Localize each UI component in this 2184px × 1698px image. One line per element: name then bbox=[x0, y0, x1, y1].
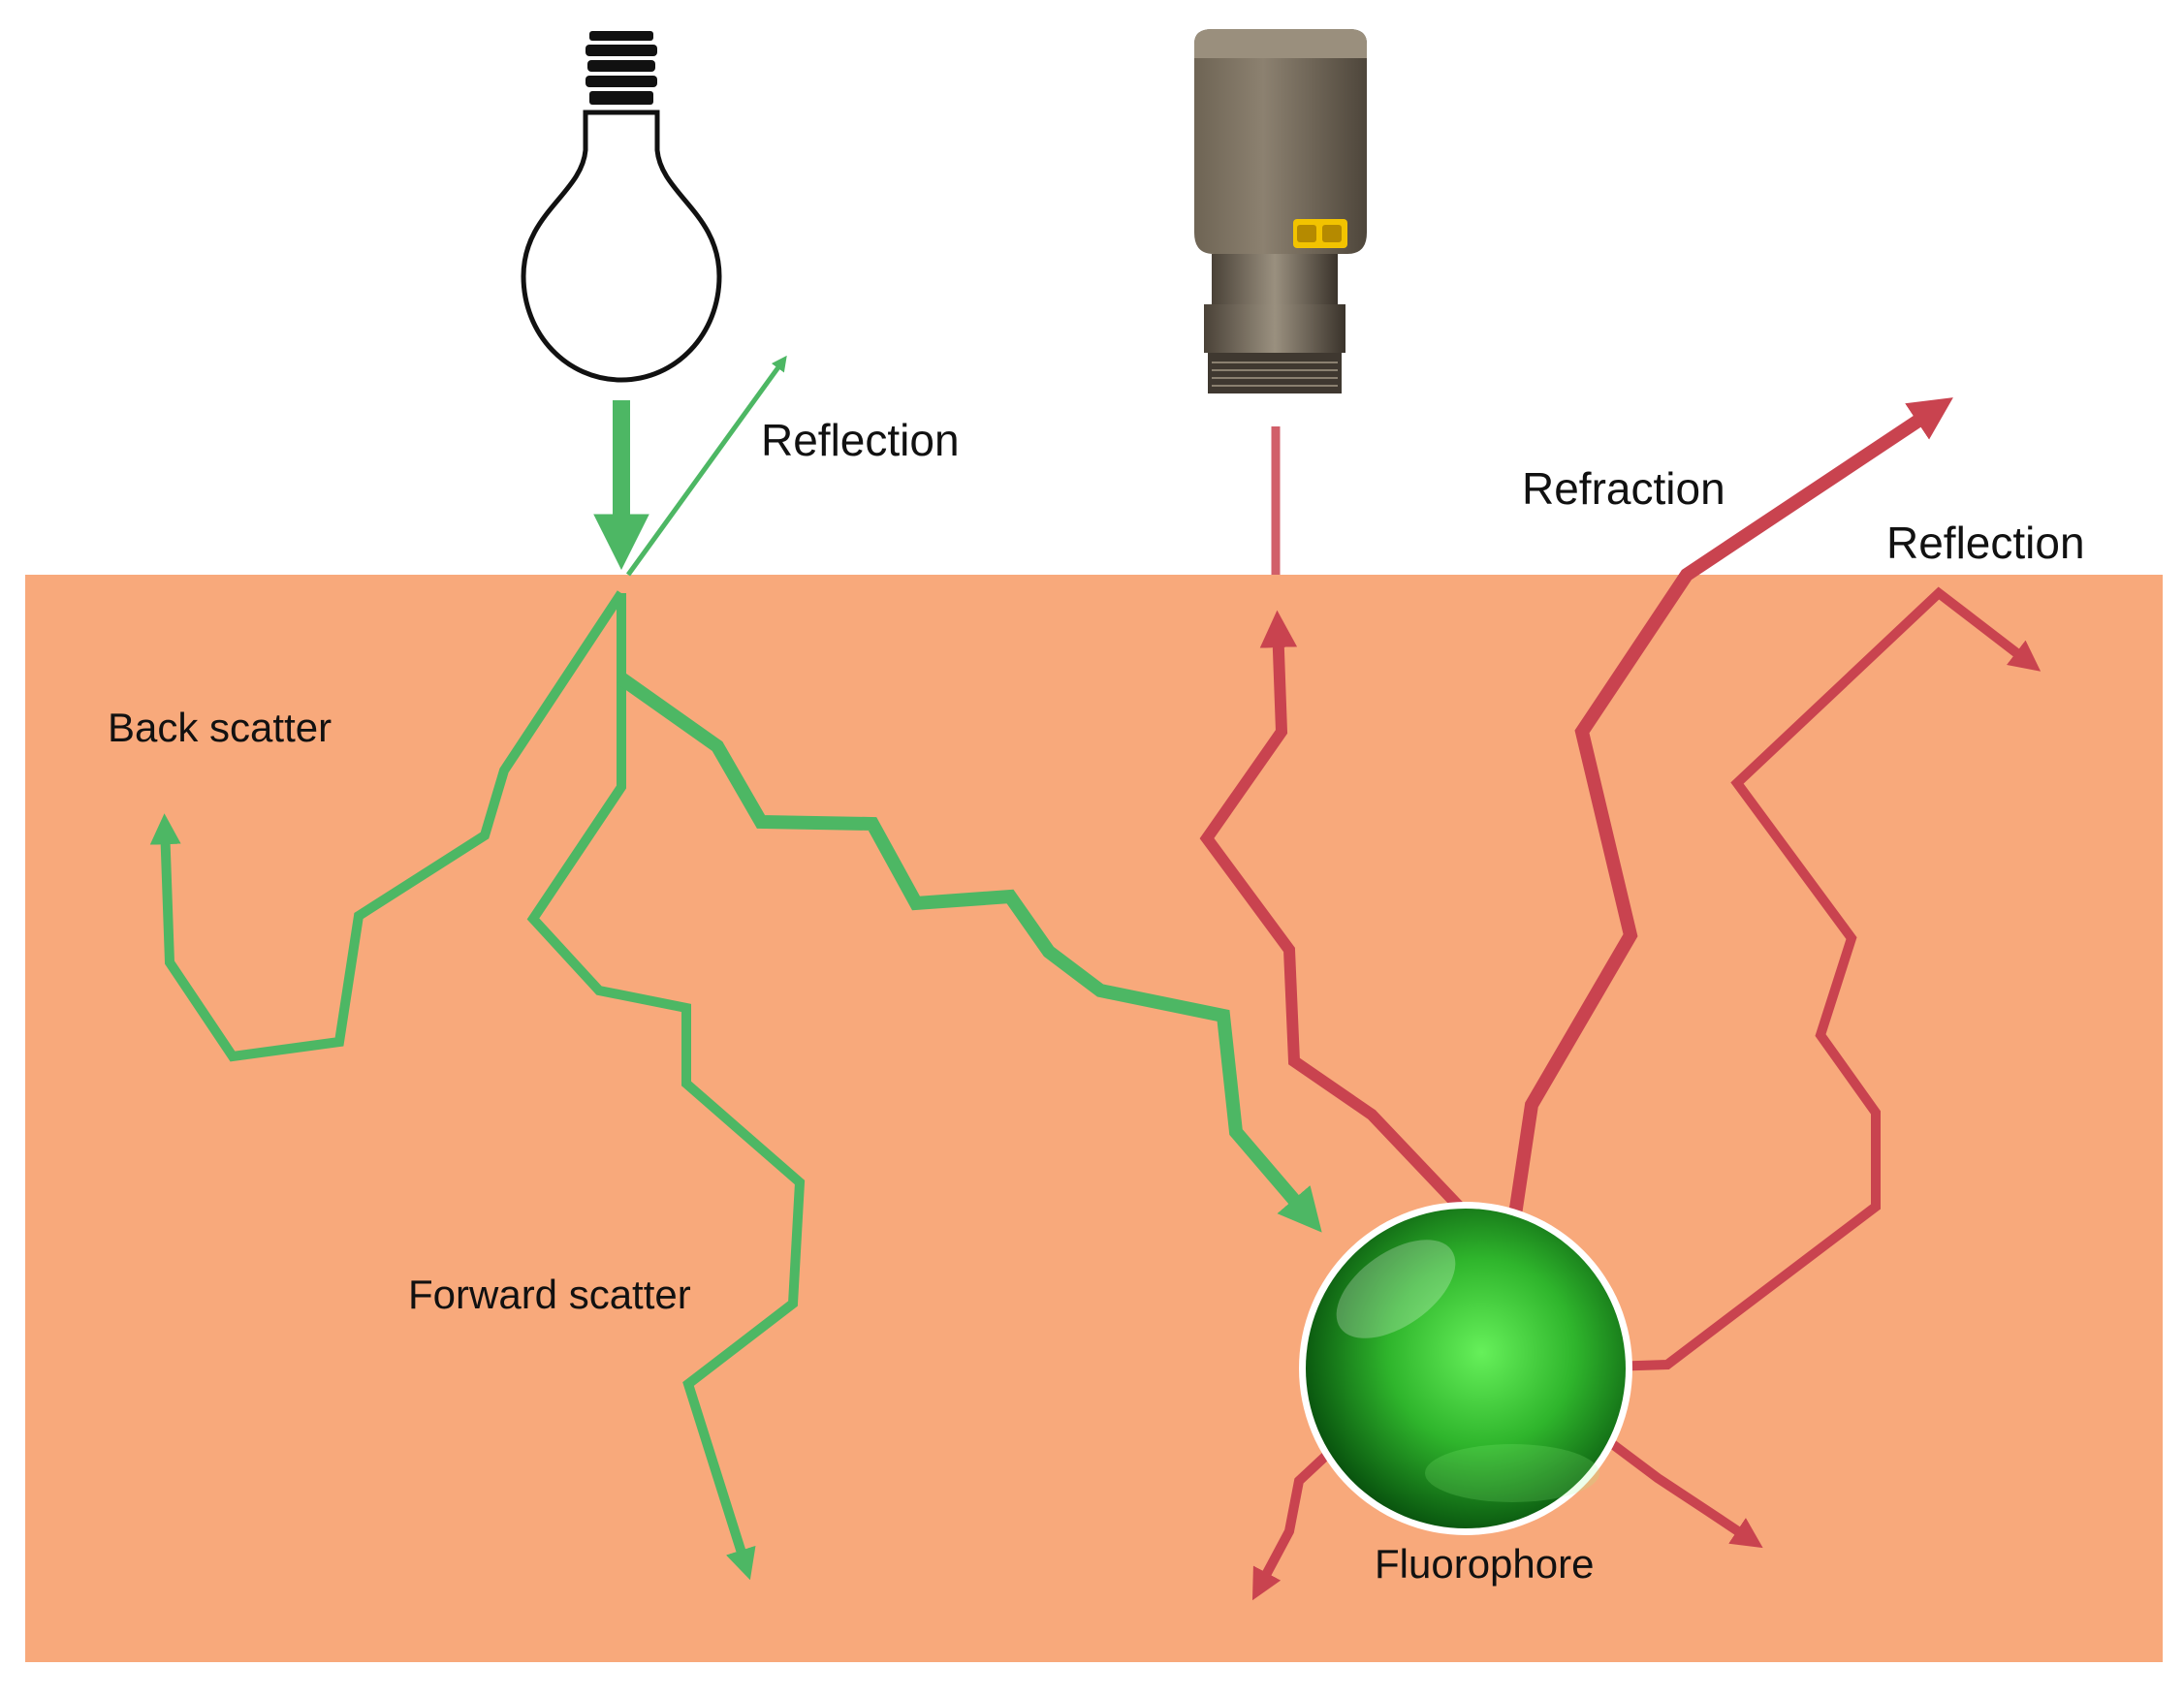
forward-scatter-path bbox=[526, 593, 806, 1581]
forward-scatter-label: Forward scatter bbox=[408, 1272, 691, 1317]
emission-lower-right-path bbox=[1597, 1431, 1763, 1549]
reflection-label-left: Reflection bbox=[761, 415, 960, 465]
surface-reflection-arrow bbox=[625, 355, 787, 577]
emission-lower-left-path bbox=[1251, 1450, 1332, 1601]
back-scatter-label: Back scatter bbox=[108, 705, 332, 750]
refraction-path bbox=[1507, 397, 1953, 1223]
back-scatter-path bbox=[149, 590, 626, 1062]
refraction-label: Refraction bbox=[1522, 463, 1725, 514]
camera-icon bbox=[1194, 29, 1367, 393]
fluorophore-sphere bbox=[1299, 1202, 1632, 1535]
fluorophore-label: Fluorophore bbox=[1375, 1541, 1594, 1587]
light-bulb-icon bbox=[521, 31, 722, 383]
tissue-block bbox=[25, 575, 2163, 1662]
emission-paths bbox=[1199, 397, 2042, 1601]
fluorophore-excitation-path bbox=[617, 673, 1322, 1233]
excitation-paths bbox=[149, 355, 1322, 1581]
reflection-label-right: Reflection bbox=[1886, 518, 2085, 568]
internal-reflection-path bbox=[1608, 586, 2042, 1371]
emission-to-camera-path bbox=[1199, 610, 1469, 1216]
